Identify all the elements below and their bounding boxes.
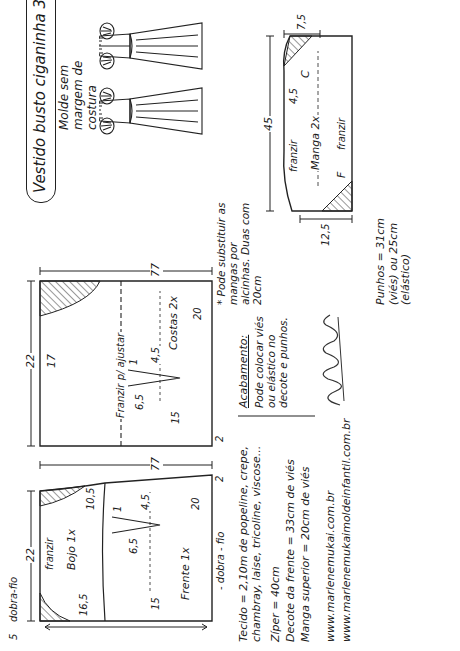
dimension: 22 xyxy=(25,353,38,369)
fabric-note: Decote da frente = 33cm de viés xyxy=(285,458,298,643)
piece-name: Bojo 1x xyxy=(66,528,79,571)
pattern-line xyxy=(284,36,352,211)
dimension: 16,5 xyxy=(78,593,90,617)
dimension: 20 xyxy=(192,306,204,321)
pattern-line xyxy=(40,281,212,446)
fold-mark: - dobra - fio xyxy=(215,531,227,591)
dimension: 6,5 xyxy=(128,537,140,555)
dimension: 1 xyxy=(128,358,140,366)
pattern-line xyxy=(112,517,160,533)
pattern-line xyxy=(96,88,202,134)
dimension: 4,5 xyxy=(140,493,152,511)
pattern-line xyxy=(40,281,100,316)
dimension: 20 xyxy=(190,496,202,511)
fabric-note: Tecido = 2,10m de popeline, crepe, chamb… xyxy=(238,419,263,643)
dimension: 12,5 xyxy=(320,223,332,247)
pattern-line xyxy=(238,415,315,416)
pattern-line xyxy=(128,370,180,386)
pattern-line xyxy=(45,624,207,630)
dimension: 4,5 xyxy=(150,346,162,364)
piece-name: Manga 2x xyxy=(310,115,323,171)
gather-mark: franzir xyxy=(44,537,56,571)
pattern-line xyxy=(284,30,320,38)
pattern-line xyxy=(338,317,344,401)
pattern-line xyxy=(40,461,212,469)
note-text: Molde sem margem de costura xyxy=(58,19,99,131)
dimension: 5 xyxy=(8,633,20,641)
pattern-line xyxy=(40,486,85,506)
gather-mark: franzir xyxy=(288,139,300,173)
notch-letter: C xyxy=(300,69,313,79)
dimension: 2 xyxy=(214,435,226,443)
dimension: 45 xyxy=(263,116,276,132)
gather-mark: franzir xyxy=(336,117,348,151)
pattern-line xyxy=(103,483,106,621)
dimension: 10,5 xyxy=(85,487,97,511)
finish-note: Pode colocar viés ou elástico no decote … xyxy=(253,312,289,409)
dimension: 17 xyxy=(46,353,59,369)
title-box: Vestido busto ciganinha 36 xyxy=(26,0,56,203)
finish-heading: Acabamento: xyxy=(238,334,251,409)
pattern-line xyxy=(40,475,212,621)
notch-letter: F xyxy=(336,171,349,179)
piece-name: Frente 1x xyxy=(180,546,193,601)
dimension: 15 xyxy=(150,596,162,611)
gather-note: Franzir p/ ajustar xyxy=(115,332,127,419)
website: www.marlenemukai.com.br xyxy=(325,490,338,643)
dimension: 4,5 xyxy=(288,87,300,105)
dimension: 2 xyxy=(214,475,226,483)
note-text: Punhos = 31cm (viés) ou 25cm (elástico) xyxy=(375,196,413,306)
dimension: 77 xyxy=(150,456,163,472)
fabric-note: Zíper = 40cm xyxy=(270,565,283,643)
note-text: * Pode substituir as mangas por alcinhas… xyxy=(215,196,263,306)
pattern-line xyxy=(284,36,312,66)
fold-mark: dobra-fio xyxy=(8,576,20,623)
dimension: 1 xyxy=(112,505,124,513)
pattern-line xyxy=(322,181,352,211)
pattern-line xyxy=(40,267,212,275)
pattern-line xyxy=(96,23,202,69)
dimension: 15 xyxy=(170,410,182,425)
piece-name: Costas 2x xyxy=(168,295,181,351)
dimension: 77 xyxy=(150,262,163,278)
dimension: 7,5 xyxy=(296,13,308,31)
pattern-line xyxy=(40,593,70,621)
dimension: 6,5 xyxy=(134,393,146,411)
piece-name: Vestido busto ciganinha 36 xyxy=(32,0,49,194)
website: www.marlenemukaimoldeinfantil.com.br xyxy=(341,418,354,643)
front-piece: Frente 1x Bojo 1x xyxy=(40,475,212,621)
fabric-note: Manga superior = 20cm de viés xyxy=(300,466,313,643)
dimension: 22 xyxy=(25,547,38,563)
pattern-line xyxy=(96,46,130,47)
